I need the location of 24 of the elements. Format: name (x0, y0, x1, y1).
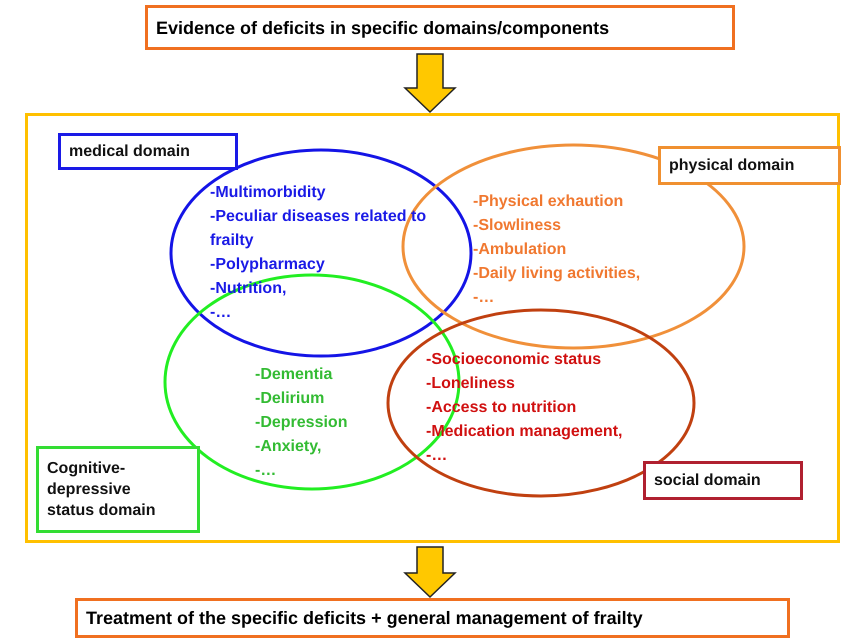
list-item: -Peculiar diseases related to frailty (210, 207, 428, 251)
list-item: -Physical exhaution (473, 192, 624, 212)
label-text: social domain (654, 471, 761, 491)
list-item: -… (426, 446, 448, 466)
list-item: -… (473, 288, 494, 308)
list-item: -Polypharmacy (210, 255, 325, 275)
list-item: -Dementia (255, 365, 332, 385)
list-item: -… (255, 461, 276, 481)
list-item: -Anxiety, (255, 437, 322, 457)
list-item: -Delirium (255, 389, 324, 409)
list-item: -Ambulation (473, 240, 566, 260)
list-item: -Slowliness (473, 216, 562, 236)
label-text: Treatment of the specific deficits + general management of frailty (86, 607, 643, 629)
block-arrow (403, 546, 457, 598)
block-arrow (403, 53, 457, 114)
label-text: physical domain (669, 156, 794, 176)
label-text: medical domain (69, 142, 190, 162)
label-text: Evidence of deficits in specific domains/components (156, 16, 610, 38)
label-text: Cognitive- depressive status domain (47, 459, 156, 521)
list-item: -… (210, 303, 232, 323)
list-item: -Depression (255, 413, 348, 433)
list-item: -Daily living activities, (473, 264, 640, 284)
frame-box (25, 113, 840, 543)
list-item: -Multimorbidity (210, 183, 326, 203)
